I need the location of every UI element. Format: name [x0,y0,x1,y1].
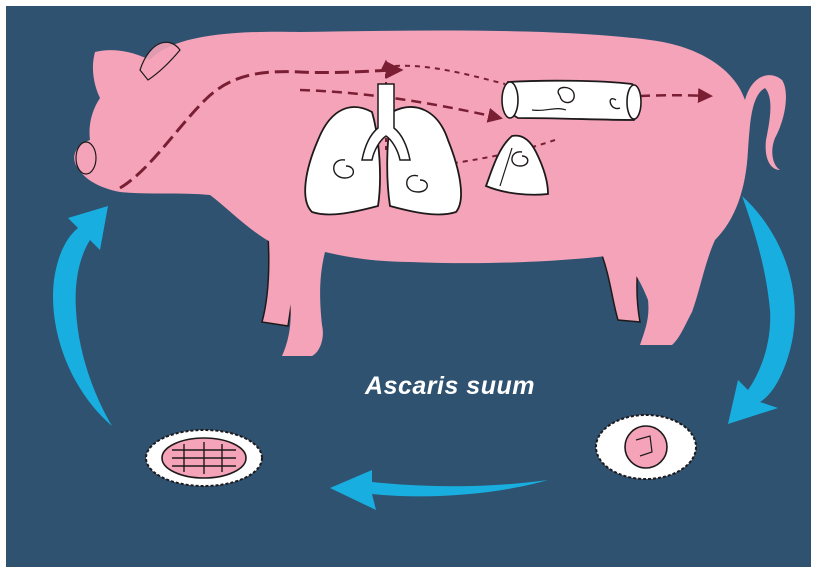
species-caption: Ascaris suum [300,372,600,401]
intestine-organ [502,81,641,120]
egg-unembryonated-cell [625,426,667,468]
intestine-opening-right [627,85,641,119]
pig-snout [76,142,96,174]
egg-embryonated [146,430,262,486]
egg-unembryonated [596,415,696,479]
intestine-opening-left [502,82,518,118]
